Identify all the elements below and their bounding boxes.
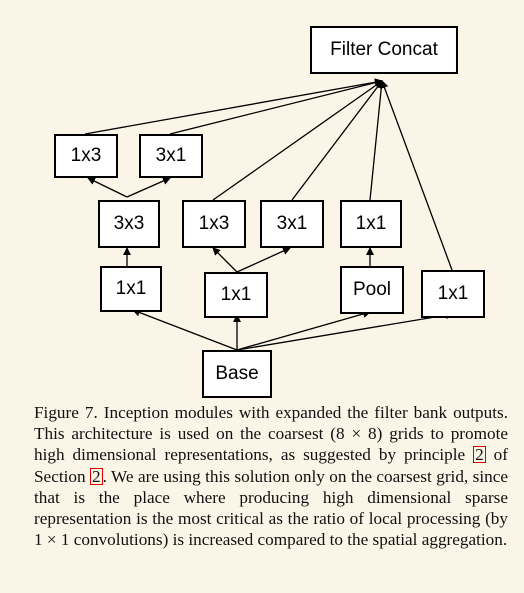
edge-b2-1x3-concat	[212, 80, 383, 201]
branch2-3x1-node: 3x1	[260, 200, 324, 248]
edge-b1-3x3-1x3	[87, 177, 128, 198]
caption-text-3: . We are using this solution only on the…	[34, 466, 508, 550]
caption-text-1: Figure 7. Inception modules with expande…	[34, 403, 508, 465]
branch1-1x1-node: 1x1	[100, 266, 162, 312]
edge-b1-3x1-concat	[169, 78, 383, 135]
edge-b2-3x1-concat	[291, 80, 383, 201]
edge-base-b1-1x1	[132, 308, 238, 351]
edge-b2-1x1-3x1	[236, 247, 291, 273]
base-node: Base	[202, 350, 272, 398]
edge-b1-3x3-3x1	[126, 177, 171, 198]
branch3-1x1-node: 1x1	[340, 200, 402, 248]
branch2-1x1-node: 1x1	[204, 272, 268, 318]
edge-base-b3-pool	[236, 310, 371, 351]
principle-ref-link[interactable]: 2	[473, 445, 486, 465]
figure-caption: Figure 7. Inception modules with expande…	[34, 402, 508, 550]
inception-diagram	[84, 78, 454, 351]
branch4-1x1-node: 1x1	[421, 270, 485, 318]
caption-text-2: of Section	[34, 445, 508, 486]
edge-b3-1x1-concat	[369, 80, 386, 201]
branch1-3x3-node: 3x3	[98, 200, 160, 248]
edge-b1-1x3-concat	[84, 78, 383, 135]
branch2-1x3-node: 1x3	[182, 200, 246, 248]
section-ref-link[interactable]: 2	[90, 466, 103, 486]
edge-base-b4-1x1	[236, 311, 454, 351]
edge-b4-1x1-concat	[380, 80, 453, 271]
filter-concat-node: Filter Concat	[310, 26, 458, 74]
branch1-1x3-node: 1x3	[54, 134, 118, 178]
branch3-pool-node: Pool	[340, 266, 404, 314]
edge-b2-1x1-1x3	[212, 247, 238, 273]
branch1-3x1-node: 3x1	[139, 134, 203, 178]
